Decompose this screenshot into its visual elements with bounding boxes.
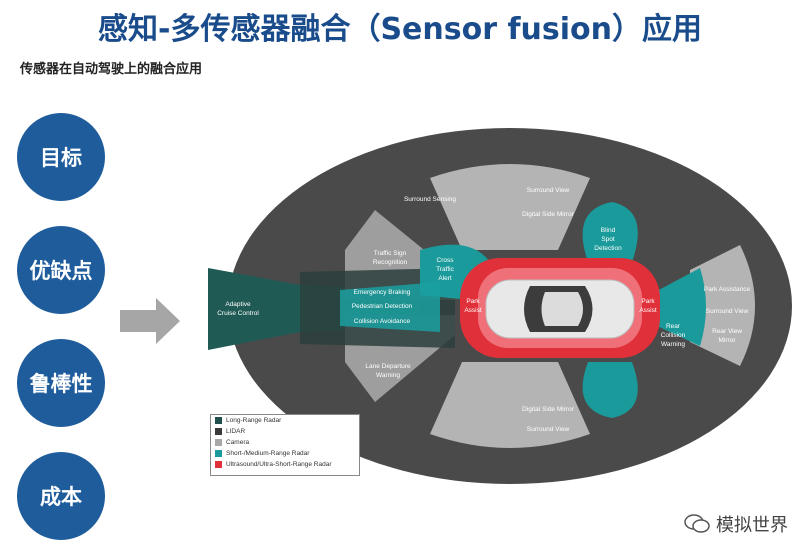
- label-park-front-1: Park: [466, 298, 480, 305]
- legend-swatch: [215, 417, 222, 424]
- legend-label: Ultrasound/Ultra-Short-Range Radar: [226, 461, 332, 468]
- label-rear-collision-3: Warning: [661, 341, 685, 348]
- camera-sector-top: [430, 164, 590, 250]
- label-park-assistance: Park Assistance: [704, 286, 751, 293]
- label-cross-3: Alert: [438, 275, 452, 282]
- label-collision-avoidance: Collision Avoidance: [354, 318, 411, 325]
- page-subtitle: 传感器在自动驾驶上的融合应用: [20, 62, 203, 77]
- legend-label: Long-Range Radar: [226, 417, 282, 424]
- label-rear-collision-2: Collision: [661, 332, 686, 339]
- circle-robustness: 鲁棒性: [17, 339, 105, 427]
- wechat-icon: [684, 514, 710, 533]
- legend-swatch: [215, 461, 222, 468]
- label-digital-side-mirror-bottom: Digital Side Mirror: [522, 406, 574, 413]
- label-park-rear-1: Park: [641, 298, 655, 305]
- radar-blind-spot: [582, 202, 638, 262]
- legend-label: Short-/Medium-Range Radar: [226, 450, 310, 457]
- label-surround-view-right: Surround View: [706, 308, 749, 315]
- radar-front-wide: [340, 282, 440, 332]
- label-emergency-braking: Emergency Braking: [354, 289, 411, 296]
- legend-item: Long-Range Radar: [211, 415, 359, 426]
- radar-rear-collision: [640, 268, 706, 346]
- label-rear-view-mirror-1: Rear View: [712, 328, 742, 335]
- legend-item: LIDAR: [211, 426, 359, 437]
- label-blind-3: Detection: [594, 245, 622, 252]
- label-rear-collision-1: Rear: [666, 323, 681, 330]
- label-cross-2: Traffic: [436, 266, 454, 273]
- circle-cost: 成本: [17, 452, 105, 540]
- label-lane-departure-2: Warning: [376, 372, 400, 379]
- car-icon: [485, 279, 635, 339]
- label-surround-view-bottom: Surround View: [527, 426, 570, 433]
- legend-item: Camera: [211, 437, 359, 448]
- label-traffic-sign-2: Recognition: [373, 259, 408, 266]
- label-rear-view-mirror-2: Mirror: [719, 337, 737, 344]
- watermark-text: 模拟世界: [716, 515, 788, 536]
- legend-swatch: [215, 450, 222, 457]
- legend-item: Ultrasound/Ultra-Short-Range Radar: [211, 459, 359, 470]
- legend: Long-Range Radar LIDAR Camera Short-/Med…: [210, 414, 360, 476]
- label-lane-departure-1: Lane Departure: [365, 363, 411, 370]
- right-arrow-icon: [120, 298, 180, 344]
- label-blind-2: Spot: [601, 236, 615, 243]
- page-title: 感知-多传感器融合（Sensor fusion）应用: [98, 12, 702, 47]
- circle-goal: 目标: [17, 113, 105, 201]
- label-surround-view-top: Surround View: [527, 187, 570, 194]
- camera-sector-right: [690, 245, 755, 366]
- long-range-radar-beam: [208, 268, 300, 350]
- camera-sector-bottom: [430, 362, 590, 448]
- legend-item: Short-/Medium-Range Radar: [211, 448, 359, 459]
- label-cross-1: Cross: [437, 257, 455, 264]
- label-park-rear-2: Assist: [639, 307, 657, 314]
- label-adaptive-2: Cruise Control: [217, 310, 259, 317]
- label-adaptive-1: Adaptive: [225, 301, 251, 308]
- legend-label: LIDAR: [226, 428, 246, 435]
- radar-rear-side: [582, 362, 638, 418]
- legend-swatch: [215, 439, 222, 446]
- legend-label: Camera: [226, 439, 250, 446]
- label-digital-side-mirror-top: Digital Side Mirror: [522, 211, 574, 218]
- label-park-front-2: Assist: [464, 307, 482, 314]
- circle-pros-cons: 优缺点: [17, 226, 105, 314]
- label-blind-1: Blind: [601, 227, 616, 234]
- legend-swatch: [215, 428, 222, 435]
- label-traffic-sign-1: Traffic Sign: [374, 250, 407, 257]
- label-pedestrian-detection: Pedestrian Detection: [352, 303, 413, 310]
- label-surround-sensing: Surround Sensing: [404, 196, 456, 203]
- watermark: 模拟世界: [684, 511, 788, 537]
